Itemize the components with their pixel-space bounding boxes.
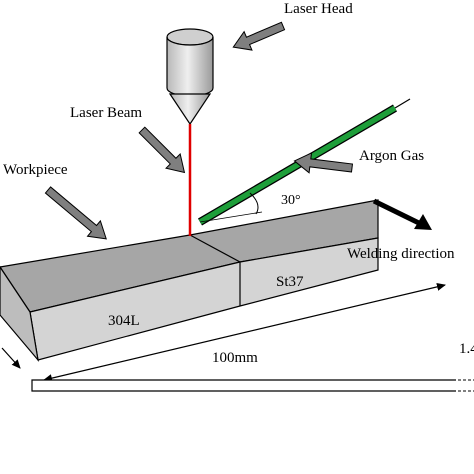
label-angle: 30° bbox=[281, 193, 301, 208]
length-dimension-arrow[interactable] bbox=[43, 282, 446, 383]
plate-end-face bbox=[0, 265, 39, 363]
laser-head-pointer-arrow bbox=[232, 21, 286, 51]
argon-gas-tube-tip bbox=[394, 98, 411, 109]
label-welding-direction: Welding direction bbox=[347, 246, 455, 262]
laser-head-body bbox=[166, 36, 214, 97]
laser-nozzle-cone bbox=[168, 93, 212, 126]
angle-reference-line bbox=[199, 211, 263, 223]
welding-direction-arrow bbox=[372, 198, 432, 230]
argon-gas-pointer-arrow bbox=[293, 152, 354, 174]
laser-beam-pointer-arrow bbox=[138, 126, 186, 174]
laser-head bbox=[166, 28, 214, 126]
label-workpiece: Workpiece bbox=[3, 162, 68, 178]
side-view-strip bbox=[31, 379, 474, 392]
label-length-100mm: 100mm bbox=[212, 350, 258, 366]
label-laser-head: Laser Head bbox=[284, 1, 353, 17]
label-thickness: 1.4 bbox=[459, 341, 474, 357]
label-laser-beam: Laser Beam bbox=[70, 105, 142, 121]
argon-gas-nozzle bbox=[197, 98, 411, 226]
angle-arc bbox=[249, 192, 259, 215]
label-material-st37: St37 bbox=[276, 274, 304, 290]
workpiece-pointer-arrow bbox=[44, 186, 107, 240]
label-material-304l: 304L bbox=[108, 313, 140, 329]
label-argon-gas: Argon Gas bbox=[359, 148, 424, 164]
width-dimension-arrow[interactable] bbox=[1, 347, 21, 369]
